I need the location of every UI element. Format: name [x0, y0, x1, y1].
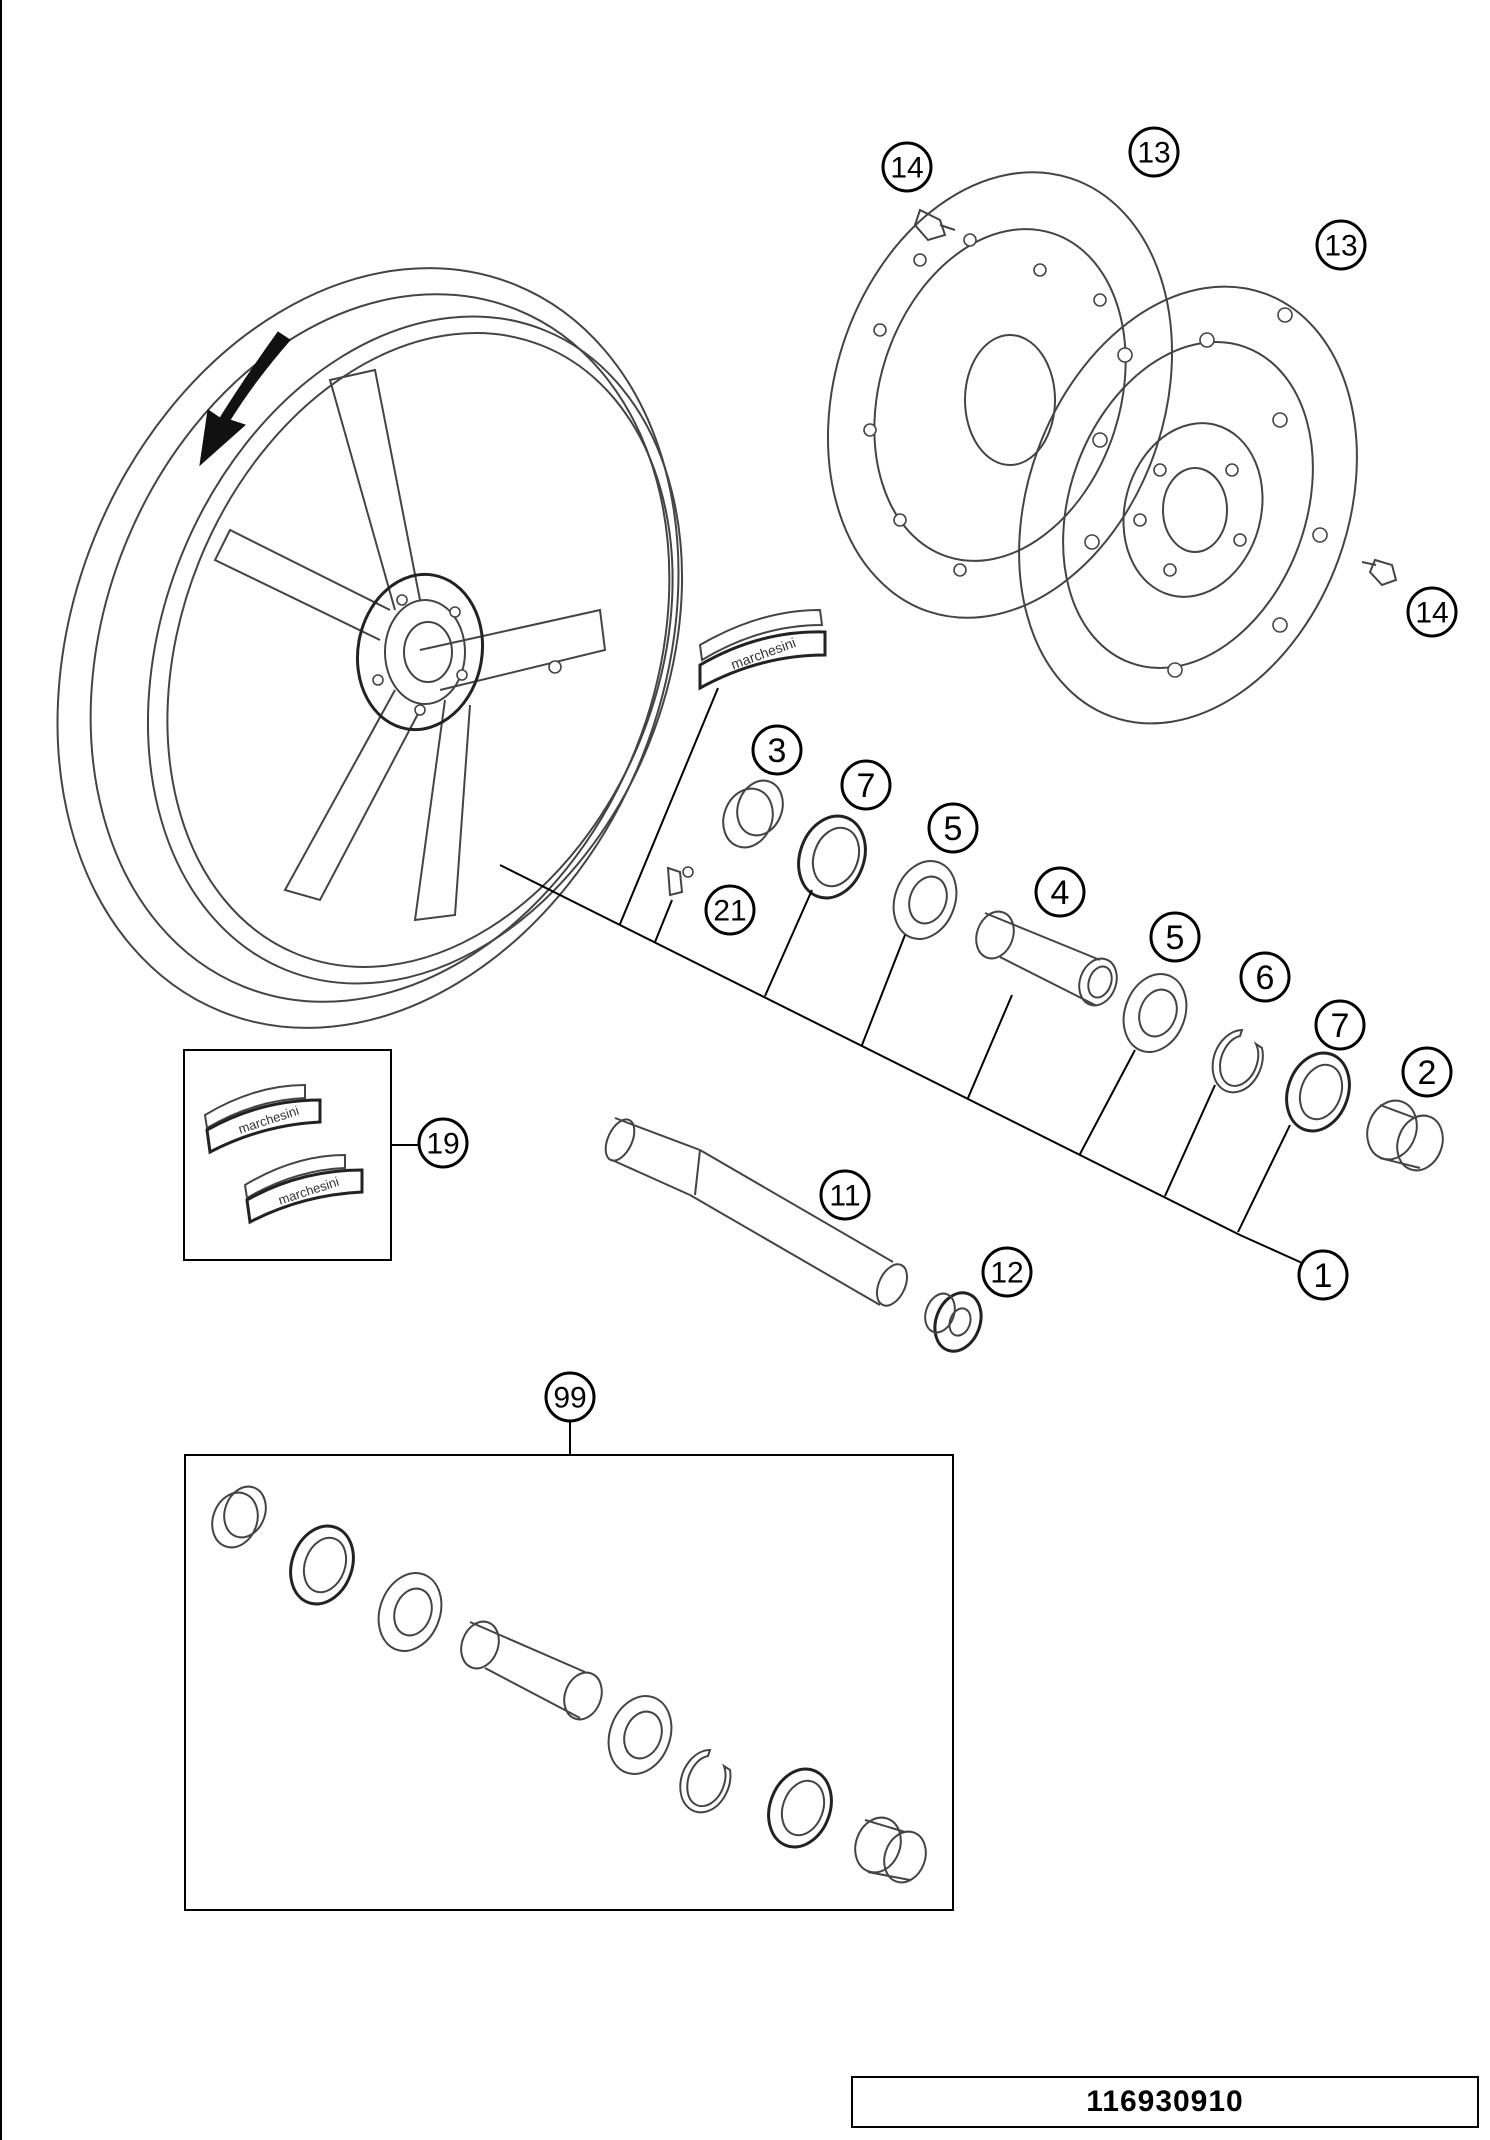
- callout-13-upper: 13: [1128, 126, 1180, 178]
- callout-5-right: 5: [1149, 911, 1201, 963]
- part-5-bearing-right: [1122, 973, 1188, 1053]
- callout-13-lower: 13: [1315, 219, 1367, 271]
- callout-99: 99: [544, 1371, 596, 1423]
- callout-6: 6: [1239, 951, 1291, 1003]
- callout-7-left-label: 7: [857, 767, 876, 805]
- disc-bolt-upper: [913, 208, 956, 242]
- part-12-axle-nut: [924, 1291, 983, 1353]
- part-11-axle: [604, 1117, 909, 1307]
- brake-disc-rear: [826, 171, 1174, 619]
- callout-14-lower-label: 14: [1415, 597, 1448, 630]
- decal-kit-text-1: marchesini: [236, 1103, 301, 1137]
- callout-13-upper-label: 13: [1137, 137, 1170, 170]
- callout-14-lower: 14: [1406, 586, 1458, 638]
- callout-1: 1: [1297, 1249, 1349, 1301]
- part-7-seal-left: [797, 814, 867, 900]
- callout-13-lower-label: 13: [1324, 230, 1357, 263]
- callout-3: 3: [751, 724, 803, 776]
- decal-kit-box: marchesini marchesini: [183, 1049, 418, 1261]
- part-3-spacer: [722, 779, 784, 849]
- callout-21-label: 21: [713, 895, 746, 928]
- drawing-number: 116930910: [851, 2076, 1479, 2128]
- callout-14-upper-label: 14: [890, 152, 923, 185]
- page-left-border: [0, 0, 2, 2140]
- callout-6-label: 6: [1256, 959, 1275, 997]
- callout-7-right: 7: [1314, 999, 1366, 1051]
- rotation-arrow-icon: [199, 331, 291, 467]
- callout-19-label: 19: [426, 1128, 459, 1161]
- front-wheel-rim: [56, 267, 684, 1029]
- part-5-bearing-left: [892, 860, 958, 940]
- callout-3-label: 3: [768, 732, 787, 770]
- part-2-spacer: [1366, 1099, 1444, 1172]
- part-21-valve: [666, 866, 694, 897]
- callout-5-right-label: 5: [1166, 919, 1185, 957]
- callout-19: 19: [417, 1117, 469, 1169]
- callout-14-upper: 14: [881, 141, 933, 193]
- callout-21: 21: [704, 884, 756, 936]
- callout-12: 12: [981, 1246, 1033, 1298]
- disc-bolt-lower: [1361, 558, 1398, 587]
- assembly-axis-line: [499, 864, 1241, 1236]
- brake-disc-front: [1018, 285, 1358, 725]
- callout-99-label: 99: [553, 1382, 586, 1415]
- callout-2: 2: [1401, 1046, 1453, 1098]
- callout-2-label: 2: [1418, 1054, 1437, 1092]
- callout-7-right-label: 7: [1331, 1007, 1350, 1045]
- callout-4: 4: [1034, 866, 1086, 918]
- callout-11-label: 11: [829, 1180, 860, 1213]
- rim-decal: marchesini: [698, 608, 827, 691]
- callout-11: 11: [819, 1169, 871, 1221]
- bearing-kit-box: [184, 1422, 954, 1911]
- callout-4-label: 4: [1051, 874, 1070, 912]
- callout-5-left: 5: [927, 802, 979, 854]
- callout-5-left-label: 5: [944, 810, 963, 848]
- callout-7-left: 7: [840, 759, 892, 811]
- part-6-circlip: [1211, 1028, 1264, 1094]
- callout-1-label: 1: [1314, 1257, 1333, 1295]
- part-7-seal-right: [1285, 1051, 1351, 1133]
- part-4-spacer-tube: [975, 910, 1118, 1007]
- callout-12-label: 12: [990, 1257, 1023, 1290]
